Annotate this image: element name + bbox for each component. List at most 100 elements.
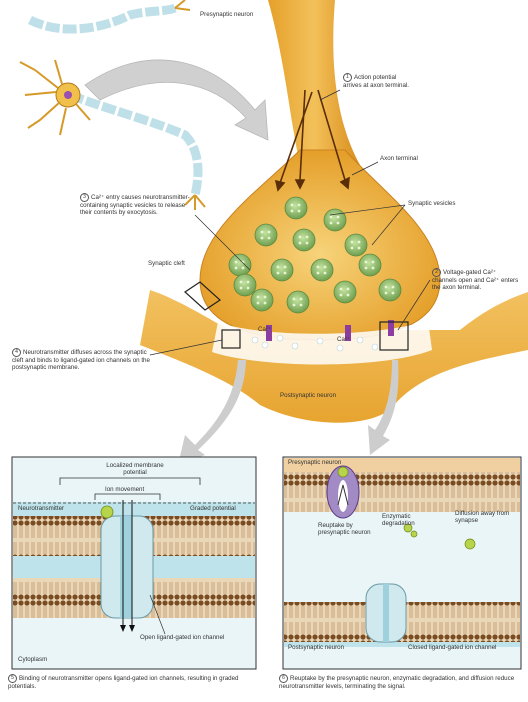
- label-diffusion: Diffusion away from synapse: [455, 510, 515, 525]
- label-synaptic-cleft: Synaptic cleft: [148, 260, 208, 267]
- synaptic-vesicle: [229, 254, 251, 276]
- vesicle-neurotransmitter-dot: [300, 304, 303, 307]
- label-postsynaptic-inset: Postsynaptic neuron: [288, 644, 368, 651]
- vesicle-neurotransmitter-dot: [264, 296, 267, 299]
- step-number-1: 1: [343, 73, 352, 82]
- vesicle-neurotransmitter-dot: [330, 222, 333, 225]
- vesicle-neurotransmitter-dot: [337, 216, 340, 219]
- vesicle-neurotransmitter-dot: [298, 204, 301, 207]
- label-reuptake: Reuptake by presynaptic neuron: [318, 522, 373, 537]
- vesicle-neurotransmitter-dot: [392, 292, 395, 295]
- vesicle-neurotransmitter-dot: [277, 272, 280, 275]
- synaptic-vesicle: [359, 254, 381, 276]
- label-presynaptic-inset: Presynaptic neuron: [288, 459, 368, 466]
- step-number-6: 6: [279, 674, 288, 683]
- vesicle-neurotransmitter-dot: [261, 237, 264, 240]
- label-enzymatic: Enzymatic degradation: [382, 513, 427, 528]
- vesicle-neurotransmitter-dot: [268, 237, 271, 240]
- vesicle-neurotransmitter-dot: [330, 216, 333, 219]
- step-number-3: 3: [80, 193, 89, 202]
- label-ca-1: Ca²⁺: [258, 326, 271, 333]
- step-number-4: 4: [12, 348, 21, 357]
- step-6-text: Reuptake by the presynaptic neuron, enzy…: [279, 675, 514, 690]
- step-1-text: Action potential arrives at axon termina…: [343, 74, 409, 89]
- synaptic-vesicle: [379, 279, 401, 301]
- label-neurotransmitter: Neurotransmitter: [18, 505, 88, 512]
- vesicle-neurotransmitter-dot: [337, 222, 340, 225]
- label-open-channel: Open ligand-gated ion channel: [140, 634, 250, 641]
- label-synaptic-vesicles: Synaptic vesicles: [408, 200, 458, 207]
- vesicle-neurotransmitter-dot: [247, 287, 250, 290]
- vesicle-neurotransmitter-dot: [365, 267, 368, 270]
- synaptic-vesicle: [324, 209, 346, 231]
- synaptic-vesicle: [255, 224, 277, 246]
- vesicle-neurotransmitter-dot: [306, 242, 309, 245]
- vesicle-neurotransmitter-dot: [293, 298, 296, 301]
- label-localized-potential: Localized membrane potential: [95, 462, 175, 477]
- vesicle-neurotransmitter-dot: [317, 266, 320, 269]
- synaptic-vesicle: [287, 291, 309, 313]
- vesicle-neurotransmitter-dot: [300, 298, 303, 301]
- vesicle-neurotransmitter-dot: [293, 304, 296, 307]
- vesicle-neurotransmitter-dot: [365, 261, 368, 264]
- vesicle-neurotransmitter-dot: [358, 241, 361, 244]
- vesicle-neurotransmitter-dot: [264, 302, 267, 305]
- synaptic-vesicle: [251, 289, 273, 311]
- step-3-text: Ca²⁺ entry causes neurotransmitter-conta…: [80, 194, 190, 216]
- vesicle-neurotransmitter-dot: [306, 236, 309, 239]
- vesicle-neurotransmitter-dot: [340, 288, 343, 291]
- vesicle-neurotransmitter-dot: [372, 261, 375, 264]
- down-arrow-left: [178, 360, 246, 465]
- vesicle-neurotransmitter-dot: [235, 261, 238, 264]
- vesicle-neurotransmitter-dot: [261, 231, 264, 234]
- vesicle-neurotransmitter-dot: [284, 272, 287, 275]
- vesicle-neurotransmitter-dot: [351, 241, 354, 244]
- vesicle-neurotransmitter-dot: [324, 272, 327, 275]
- synaptic-vesicle: [234, 274, 256, 296]
- vesicle-neurotransmitter-dot: [299, 242, 302, 245]
- axon-terminal: [200, 150, 440, 340]
- label-ca-2: Ca²⁺: [337, 336, 350, 343]
- synaptic-vesicle: [285, 197, 307, 219]
- vesicle-neurotransmitter-dot: [235, 267, 238, 270]
- vesicle-neurotransmitter-dot: [385, 292, 388, 295]
- vesicle-neurotransmitter-dot: [317, 272, 320, 275]
- neuron-illustration: [20, 0, 205, 210]
- synaptic-vesicle: [271, 259, 293, 281]
- label-axon-terminal: Axon terminal: [380, 155, 440, 162]
- vesicle-neurotransmitter-dot: [372, 267, 375, 270]
- vesicle-neurotransmitter-dot: [240, 281, 243, 284]
- vesicle-neurotransmitter-dot: [257, 302, 260, 305]
- label-closed-channel: Closed ligand-gated ion channel: [408, 644, 520, 651]
- vesicle-neurotransmitter-dot: [284, 266, 287, 269]
- synaptic-vesicle: [345, 234, 367, 256]
- vesicle-neurotransmitter-dot: [268, 231, 271, 234]
- step-number-2: 2: [432, 268, 441, 277]
- vesicle-neurotransmitter-dot: [347, 288, 350, 291]
- step-5-text: Binding of neurotransmitter opens ligand…: [8, 675, 238, 690]
- vesicle-neurotransmitter-dot: [358, 247, 361, 250]
- step-4-text: Neurotransmitter diffuses across the syn…: [12, 349, 150, 371]
- vesicle-neurotransmitter-dot: [242, 267, 245, 270]
- label-postsynaptic-neuron: Postsynaptic neuron: [280, 392, 360, 399]
- vesicle-neurotransmitter-dot: [299, 236, 302, 239]
- vesicle-neurotransmitter-dot: [291, 210, 294, 213]
- step-2-text: Voltage-gated Ca²⁺ channels open and Ca²…: [432, 269, 518, 291]
- vesicle-neurotransmitter-dot: [385, 286, 388, 289]
- vesicle-neurotransmitter-dot: [277, 266, 280, 269]
- vesicle-neurotransmitter-dot: [298, 210, 301, 213]
- step-number-5: 5: [8, 674, 17, 683]
- label-cytoplasm: Cytoplasm: [18, 656, 68, 663]
- vesicle-neurotransmitter-dot: [347, 294, 350, 297]
- label-graded-potential: Graded potential: [190, 505, 255, 512]
- vesicle-neurotransmitter-dot: [257, 296, 260, 299]
- vesicle-neurotransmitter-dot: [247, 281, 250, 284]
- synaptic-vesicle: [334, 281, 356, 303]
